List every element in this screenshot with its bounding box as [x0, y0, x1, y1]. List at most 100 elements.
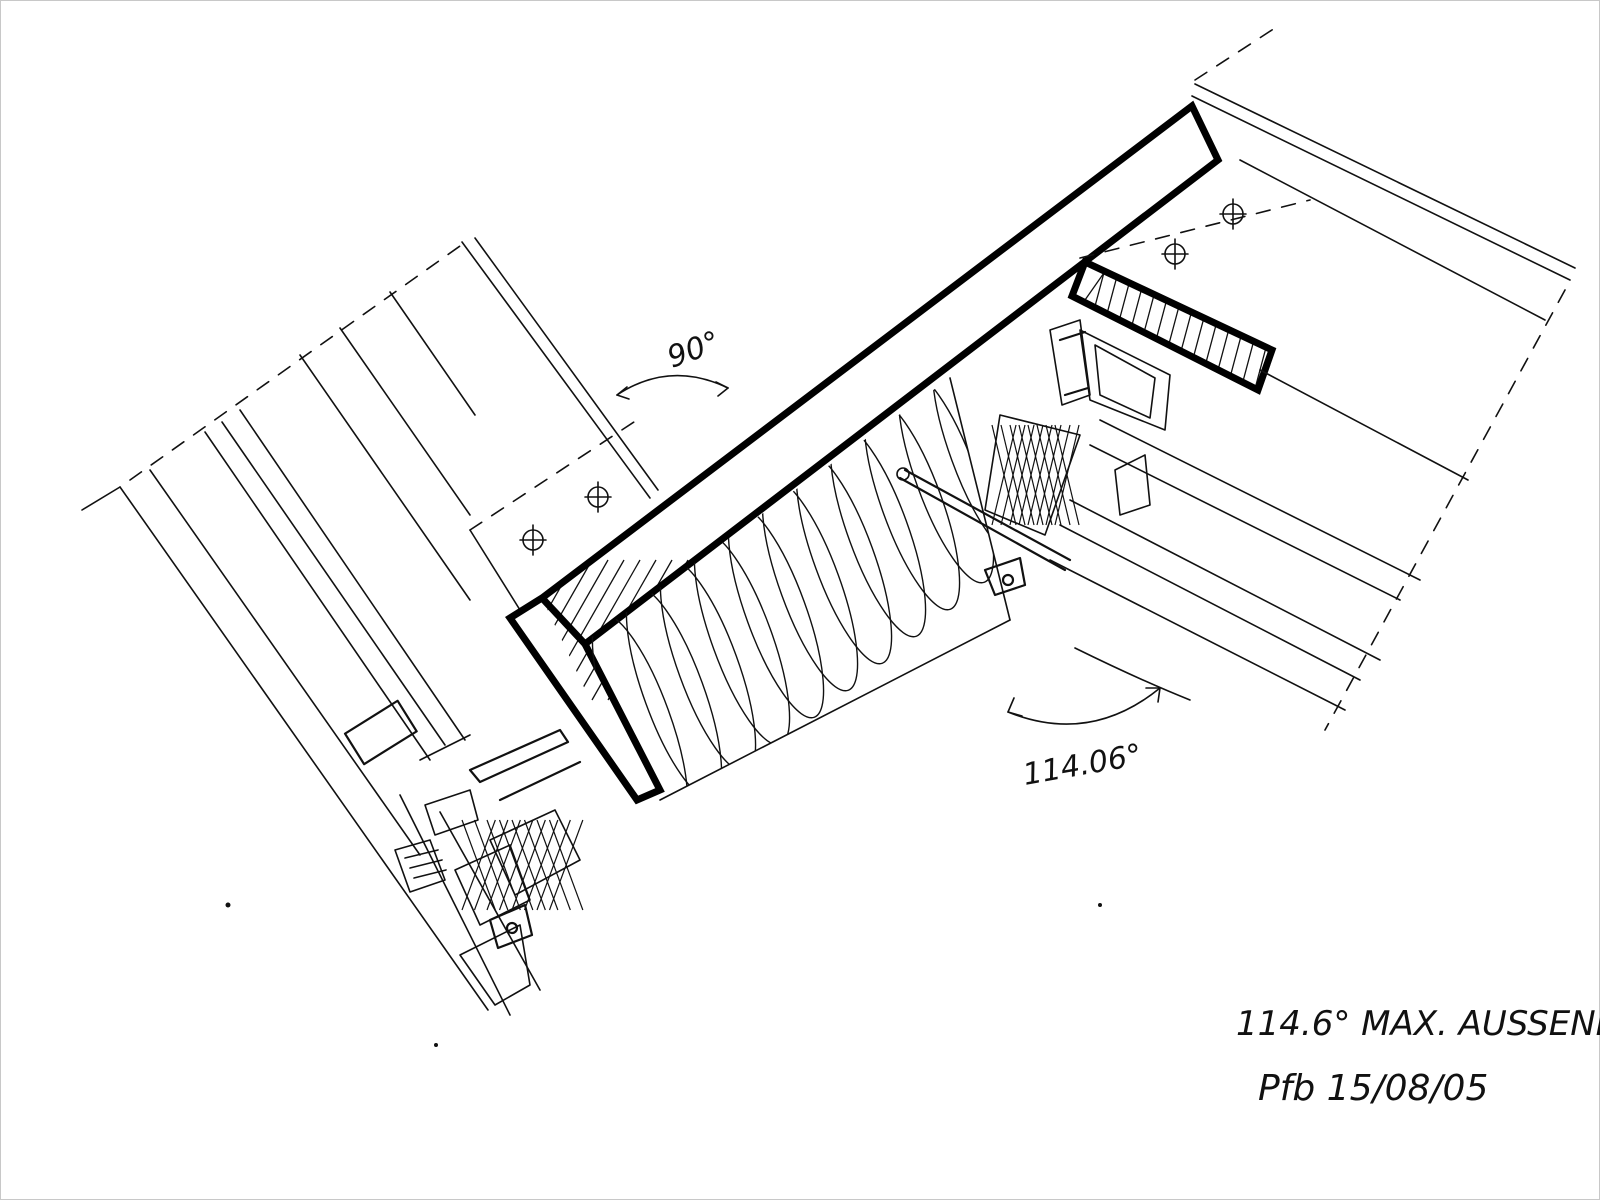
hatch-line	[1408, 560, 1488, 700]
hatch-line	[1264, 560, 1344, 700]
cross-hatch-line	[1027, 424, 1053, 526]
hatch-line	[16, 560, 96, 700]
hatch-line	[1135, 559, 1217, 701]
note-max-corner: 114.6° MAX. AUSSENECKE	[1236, 1004, 1600, 1044]
hatch-line	[176, 560, 256, 700]
hatch-line	[144, 560, 224, 700]
hatch-line	[368, 560, 448, 700]
hatch-line	[1039, 559, 1121, 701]
hatch-line	[1087, 559, 1169, 701]
angle-label-bottom: 114.06°	[1020, 738, 1144, 793]
hatch-line	[1055, 559, 1137, 701]
hatch-line	[1296, 560, 1376, 700]
hatch-line	[1328, 560, 1408, 700]
profile-hatching	[0, 559, 1504, 701]
cross-hatch-line	[523, 819, 559, 911]
hatch-line	[1376, 560, 1456, 700]
hatch-line	[1007, 559, 1089, 701]
hatch-line	[0, 560, 16, 700]
hatch-line	[1103, 559, 1185, 701]
insulation-loop	[863, 397, 961, 611]
hatch-line	[1183, 559, 1218, 701]
cross-hatch-line	[548, 819, 584, 911]
hatch-line	[911, 559, 993, 701]
cross-hatch-line	[1045, 424, 1071, 526]
angle-arc-114	[1007, 647, 1191, 725]
seal-block-left	[454, 809, 584, 926]
screw-mark-left-1	[519, 524, 547, 556]
hatch-line	[96, 560, 176, 700]
hatch-line	[542, 559, 545, 701]
cross-hatch-line	[1054, 424, 1080, 526]
hatch-line	[719, 559, 801, 701]
hatch-line	[1251, 262, 1272, 390]
hatch-line	[575, 559, 657, 701]
note-signature-date: Pfb 15/08/05	[1258, 1068, 1488, 1109]
cross-hatch-line	[991, 424, 1017, 526]
left-wall-panels	[81, 245, 541, 1016]
screw-mark-left-2	[584, 481, 612, 513]
hatch-line	[32, 560, 112, 700]
right-wall-panels	[1049, 27, 1576, 731]
hatch-line	[1392, 560, 1472, 700]
hatch-line	[671, 559, 753, 701]
hatch-line	[128, 560, 208, 700]
cross-hatch-line	[511, 819, 546, 911]
screw-mark-right-1	[1219, 198, 1247, 230]
insulation-loop	[897, 378, 995, 584]
ink-dot	[434, 1043, 438, 1047]
hatch-line	[1280, 250, 1320, 400]
ink-dot	[225, 902, 231, 908]
hatch-line	[192, 560, 272, 700]
hatch-line	[80, 560, 160, 700]
hatch-line	[400, 560, 480, 700]
cross-hatch-line	[486, 819, 521, 911]
hatch-line	[432, 560, 512, 700]
hatch-line	[767, 559, 849, 701]
hatch-line	[863, 559, 945, 701]
hatch-line	[1360, 560, 1440, 700]
hatch-line	[927, 559, 1009, 701]
insulation-loop	[829, 424, 927, 638]
hatch-line	[48, 560, 128, 700]
hatch-line	[224, 560, 304, 700]
hatch-line	[64, 560, 144, 700]
angle-label-top: 90°	[663, 324, 725, 375]
hatch-line	[304, 560, 384, 700]
hatch-line	[112, 560, 192, 700]
hatch-line	[895, 559, 977, 701]
cross-hatch-line	[1018, 424, 1044, 526]
hatch-line	[735, 559, 817, 701]
cross-hatch-line	[1000, 424, 1026, 526]
hatch-line	[0, 560, 80, 700]
cross-hatch-line	[536, 819, 571, 911]
hatch-line	[336, 560, 416, 700]
hatch-line	[0, 560, 32, 700]
right-profile-block	[1067, 250, 1320, 400]
hatch-line	[975, 559, 1057, 701]
hatch-line	[0, 560, 64, 700]
hatch-line	[0, 560, 48, 700]
cross-hatch-line	[1036, 424, 1062, 526]
hatch-line	[687, 559, 769, 701]
screw-mark-right-2	[1161, 238, 1189, 270]
seal-block-right	[984, 414, 1081, 536]
cross-hatch-line	[461, 819, 496, 911]
hatch-line	[1151, 559, 1218, 701]
hatch-line	[1280, 560, 1360, 700]
angle-arc-90	[616, 374, 729, 400]
insulation-loop	[795, 451, 893, 665]
hatch-line	[1424, 560, 1504, 700]
cross-hatch-line	[1009, 424, 1035, 526]
hatch-line	[1344, 560, 1424, 700]
fittings	[424, 319, 1091, 950]
insulation-loop	[931, 378, 1010, 557]
hatch-line	[352, 560, 432, 700]
hatch-line	[1167, 559, 1218, 701]
hatch-line	[1199, 559, 1218, 701]
hatch-line	[1232, 560, 1312, 700]
cross-hatch-line	[473, 819, 509, 911]
cross-hatch-line	[498, 819, 534, 911]
